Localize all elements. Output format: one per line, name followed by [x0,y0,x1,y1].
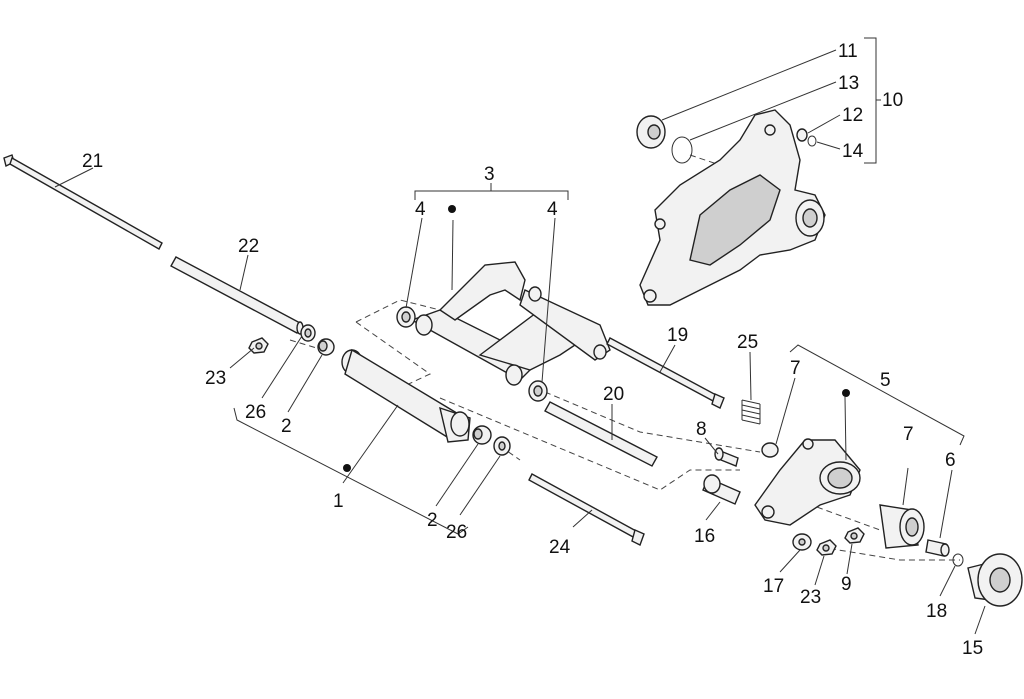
bolt-19 [606,337,725,409]
plug-12 [796,128,808,142]
washer-26-left [300,324,316,342]
bushing-6 [925,539,950,557]
bracket-group-10 [864,37,881,164]
washer-26-right [493,436,511,456]
housing-10 [639,109,826,306]
callout-15: 15 [962,638,983,659]
callout-10: 10 [882,90,903,111]
callout-26-right: 26 [446,522,467,543]
callout-19: 19 [667,325,688,346]
bolt-8 [714,447,739,467]
bracket-group-3 [414,183,569,200]
callout-20: 20 [603,384,624,405]
callout-13: 13 [838,73,859,94]
spacer-7-small [761,442,779,458]
callout-labels: 21 22 23 26 2 1 2 26 3 4 4 20 19 24 25 8… [82,41,983,659]
callout-18: 18 [926,601,947,622]
bolt-16 [702,474,741,505]
callout-25: 25 [737,332,758,353]
long-bolt-21 [3,154,163,250]
bushing-4-right [528,380,548,402]
bolt-24 [528,473,645,546]
clip-14 [807,135,817,147]
bushing-2-left [317,338,335,356]
callout-1: 1 [333,491,344,512]
leader-lines [54,49,986,635]
spring-25 [741,399,761,425]
callout-7-small: 7 [790,358,801,379]
callout-23-left: 23 [205,368,226,389]
sleeve-22 [170,256,304,335]
bushing-2-right [472,425,492,445]
callout-17: 17 [763,576,784,597]
callout-7-roller: 7 [903,424,914,445]
callout-8: 8 [696,419,707,440]
callout-24: 24 [549,537,571,558]
circlip-13 [671,136,693,164]
callout-11: 11 [838,41,858,62]
callout-4-right: 4 [547,199,558,220]
callout-9: 9 [841,574,852,595]
link-frame-3 [410,261,611,386]
nut-9 [844,527,865,544]
callout-3: 3 [484,164,495,185]
clip-18 [952,553,964,567]
pin-20 [544,401,658,467]
swing-arm-tube-1 [341,348,471,443]
washer-17 [792,533,812,551]
bracket-group-5 [789,344,965,446]
bracket-5 [754,438,861,526]
callout-2-left: 2 [281,416,292,437]
callout-5: 5 [880,370,891,391]
callout-6: 6 [945,450,956,471]
callout-26-left: 26 [245,402,266,423]
callout-2-right: 2 [427,510,438,531]
nut-23-left [248,337,269,354]
callout-22: 22 [238,236,259,257]
callout-12: 12 [842,105,863,126]
hub-15 [967,553,1023,607]
callout-14: 14 [842,141,864,162]
callout-4-left: 4 [415,199,426,220]
callout-21: 21 [82,151,103,172]
callout-16: 16 [694,526,715,547]
nut-23-right [816,539,837,556]
reference-dots [343,205,850,472]
callout-23-right: 23 [800,587,821,608]
bushing-4-left [396,306,416,328]
bearing-11 [636,115,666,149]
roller-7 [879,504,925,549]
